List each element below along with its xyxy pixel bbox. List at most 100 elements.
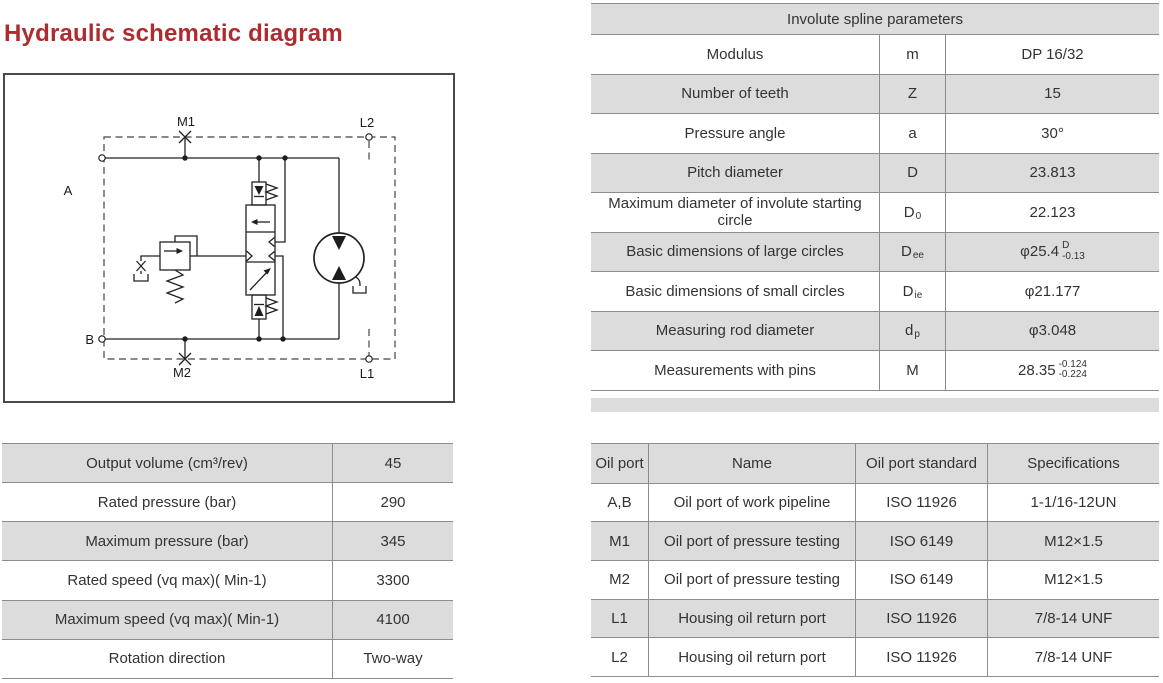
- oil-port-cell: ISO 6149: [856, 522, 988, 560]
- spline-row: Pressure angle a 30°: [591, 114, 1159, 154]
- hydraulic-schematic-figure: A B M1 M2 L2 L1: [3, 73, 455, 403]
- spline-value: DP 16/32: [1021, 45, 1084, 63]
- oil-port-cell: ISO 11926: [856, 483, 988, 522]
- spline-symbol: D: [903, 203, 915, 221]
- spec-row: Output volume (cm³/rev)45: [2, 444, 453, 484]
- spline-param-cell: Maximum diameter of involute starting ci…: [591, 193, 880, 232]
- spline-table-footer-strip: [591, 398, 1159, 412]
- spline-symbol: M: [906, 361, 919, 379]
- spline-value-cell: φ21.177: [946, 272, 1159, 311]
- oil-port-table: Oil port Name Oil port standard Specific…: [591, 443, 1159, 677]
- spline-symbol: m: [906, 45, 919, 63]
- spec-row: Maximum pressure (bar)345: [2, 522, 453, 562]
- spline-symbol-subscript: ee: [912, 250, 924, 262]
- oil-port-cell: ISO 11926: [856, 638, 988, 676]
- hydraulic-schematic-svg: A B M1 M2 L2 L1: [64, 114, 396, 381]
- spline-value-cell: 15: [946, 75, 1159, 114]
- spline-param-cell: Measurements with pins: [591, 351, 880, 390]
- oil-port-cell: 7/8-14 UNF: [1034, 609, 1113, 627]
- spring-icon: [264, 183, 279, 201]
- directional-valve-symbol: [245, 204, 276, 296]
- spec-value-cell: 3300: [376, 572, 410, 590]
- oil-port-cell: 1-1/16-12UN: [1030, 493, 1117, 511]
- spline-symbol-cell: m: [880, 35, 946, 74]
- label-a: A: [64, 183, 73, 198]
- oil-port-cell: Oil port of pressure testing: [649, 522, 856, 560]
- oil-port-cell: 7/8-14 UNF: [1034, 648, 1113, 666]
- spline-value-cell: 22.123: [946, 193, 1159, 232]
- junction-dots: [182, 155, 288, 342]
- spline-param-cell: Modulus: [591, 35, 880, 74]
- spec-row: Rated speed (vq max)( Min-1) 3300: [2, 561, 453, 601]
- spline-value: 23.813: [1029, 164, 1076, 182]
- spec-value-cell: 4100: [376, 611, 410, 629]
- spline-param-cell: Pressure angle: [591, 114, 880, 153]
- schematic-labels: A B M1 M2 L2 L1: [64, 114, 375, 381]
- spec-label-cell: Maximum speed (vq max)( Min-1): [2, 600, 333, 639]
- tolerance-stack: -0.124-0.224: [1058, 358, 1087, 381]
- spline-row: Modulus m DP 16/32: [591, 35, 1159, 75]
- tolerance-lower: -0.13: [1062, 250, 1085, 262]
- spec-label-cell: Rated pressure (bar): [2, 483, 333, 522]
- spline-value: φ3.048: [1028, 322, 1077, 340]
- oil-port-cell: ISO 6149: [856, 560, 988, 599]
- spline-symbol: a: [908, 124, 917, 142]
- oil-port-header-name: Name: [649, 444, 856, 483]
- spec-row: Maximum speed (vq max)( Min-1) 4100: [2, 600, 453, 640]
- spline-symbol-cell: D: [880, 153, 946, 192]
- spline-symbol: Z: [907, 85, 918, 103]
- spline-table-title: Involute spline parameters: [591, 4, 1159, 35]
- spec-value-cell: Two-way: [363, 650, 423, 668]
- spring-icon: [264, 297, 279, 315]
- spec-row: Rated pressure (bar)290: [2, 483, 453, 523]
- spline-value: 30°: [1041, 124, 1064, 142]
- pipe-lines: [105, 137, 340, 359]
- spec-value-cell: 345: [380, 532, 406, 550]
- spline-param-cell: Pitch diameter: [591, 153, 880, 192]
- oil-port-cell: M1: [591, 522, 649, 560]
- spline-symbol-subscript: 0: [915, 210, 922, 222]
- spline-symbol-cell: Z: [880, 74, 946, 113]
- spec-label-cell: Rated speed (vq max)( Min-1): [2, 561, 333, 600]
- oil-port-cell: Oil port of work pipeline: [649, 483, 856, 522]
- tolerance-lower: -0.224: [1058, 369, 1087, 381]
- spline-symbol: D: [907, 164, 918, 182]
- spline-param-cell: Measuring rod diameter: [591, 311, 880, 350]
- tolerance-stack: D-0.13: [1062, 241, 1085, 262]
- spline-symbol: D: [902, 282, 914, 300]
- spline-symbol-subscript: ie: [914, 289, 923, 301]
- check-valve-bottom-symbol: [251, 294, 279, 320]
- spline-row: Pitch diameter D 23.813: [591, 153, 1159, 193]
- label-m1: M1: [177, 114, 195, 129]
- spline-symbol: d: [905, 322, 914, 340]
- oil-port-header-standard: Oil port standard: [856, 444, 988, 483]
- label-m2: M2: [173, 365, 191, 380]
- spline-value-cell: DP 16/32: [946, 35, 1159, 74]
- drain-tank-icon: [352, 286, 367, 294]
- spline-param-cell: Basic dimensions of large circles: [591, 232, 880, 271]
- tolerance-upper: -0.124: [1058, 358, 1087, 370]
- spline-value-cell: 28.35-0.124-0.224: [946, 351, 1159, 390]
- oil-port-cell: M12×1.5: [1044, 571, 1103, 589]
- label-l2: L2: [360, 115, 374, 130]
- oil-port-cell: ISO 11926: [856, 599, 988, 638]
- oil-port-header-row: Oil port Name Oil port standard Specific…: [591, 444, 1159, 484]
- relief-valve-symbol: [133, 235, 198, 304]
- test-point-m2-icon: [178, 352, 192, 366]
- spline-row: Measurements with pins M 28.35-0.124-0.224: [591, 351, 1159, 391]
- label-l1: L1: [360, 366, 374, 381]
- spline-value-cell: φ3.048: [946, 312, 1159, 351]
- oil-port-header-port: Oil port: [591, 444, 649, 483]
- spline-value: 15: [1044, 85, 1061, 103]
- port-circles: [98, 133, 373, 363]
- spline-param-cell: Basic dimensions of small circles: [591, 272, 880, 311]
- spline-value: 22.123: [1029, 203, 1076, 221]
